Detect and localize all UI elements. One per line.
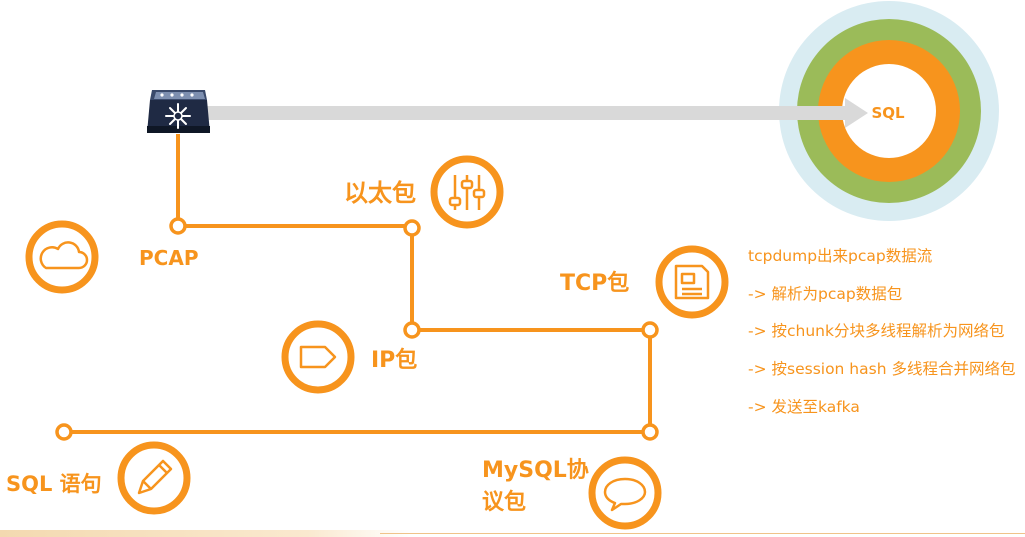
path-node [169,217,187,235]
sliders-icon [430,155,504,229]
ip-packet-label: IP包 [371,348,418,373]
sql-target-rings [779,1,999,221]
path-node [641,423,659,441]
document-icon [655,245,729,319]
path-node [641,321,659,339]
cloud-icon [25,220,99,294]
step-text: tcpdump出来pcap数据流 [748,247,933,265]
step-text: -> 按chunk分块多线程解析为网络包 [748,322,1005,341]
pcap-label: PCAP [139,246,199,270]
network-switch-icon [147,90,210,133]
path-node [55,423,73,441]
path-node [403,321,421,339]
chat-bubble-icon [588,456,662,530]
path-node [403,219,421,237]
step-text: -> 发送至kafka [748,397,860,416]
tcp-packet-label: TCP包 [560,271,630,296]
footer-divider [380,533,1025,534]
pipeline-steps: tcpdump出来pcap数据流 -> 解析为pcap数据包 -> 按chunk… [748,246,1020,434]
flow-arrow [205,98,868,128]
step-text: -> 按session hash 多线程合并网络包 [748,360,1016,379]
ethernet-packet-label: 以太包 [344,179,416,207]
mysql-packet-label-line1: MySQL协 [482,458,589,483]
step-text: -> 解析为pcap数据包 [748,284,903,303]
sql-statement-label: SQL 语句 [6,472,102,496]
pencil-icon [117,441,191,515]
path-nodes [55,217,659,441]
mysql-packet-label-line2: 议包 [482,490,527,515]
sql-target-label: SQL [871,104,905,122]
tag-icon [281,320,355,394]
